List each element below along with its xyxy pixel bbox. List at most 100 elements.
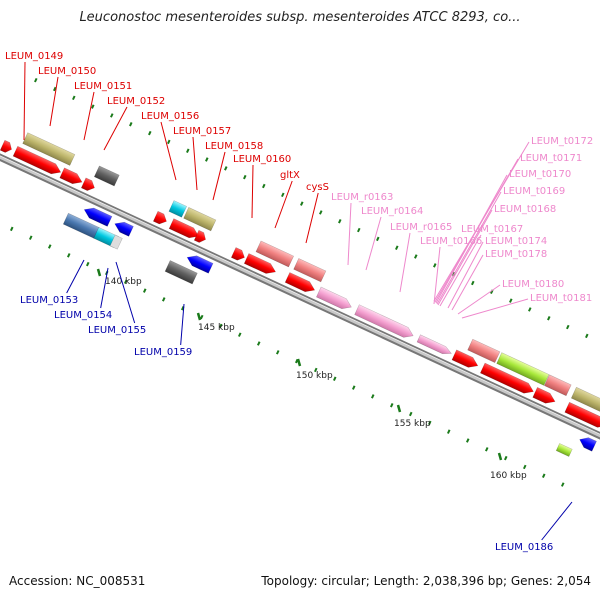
gene-feature-forward <box>59 167 83 184</box>
tick-dot-inner <box>218 323 223 329</box>
leader-line <box>274 180 293 229</box>
tick-dot-outer <box>34 77 38 83</box>
rna-label-LEUM_t0181: LEUM_t0181 <box>530 293 592 304</box>
tick-dot-inner <box>484 447 489 452</box>
tick-dot-inner <box>9 226 14 232</box>
leader-line <box>212 151 226 201</box>
tick-dot-inner <box>408 411 413 417</box>
gene-feature-forward <box>230 247 245 261</box>
tick-dot-outer <box>129 122 133 127</box>
gene-label-LEUM_0156: LEUM_0156 <box>141 111 199 122</box>
tick-dot-inner <box>503 455 508 461</box>
tick-dot-inner <box>370 394 375 399</box>
gene-label-LEUM_0159: LEUM_0159 <box>134 347 192 358</box>
tick-dot-inner <box>237 332 242 337</box>
gene-feature-forward <box>532 387 556 404</box>
gene-label-LEUM_0186: LEUM_0186 <box>495 542 553 553</box>
tick-dot-outer <box>224 166 228 171</box>
gene-label-LEUM_0154: LEUM_0154 <box>54 310 112 321</box>
tick-dot-outer <box>338 219 342 224</box>
gene-feature-forward <box>80 177 95 191</box>
tick-dot-outer <box>585 333 589 339</box>
tick-dot-inner <box>313 367 318 373</box>
tick-dot-inner <box>522 464 527 470</box>
tick-dot-outer <box>300 201 304 206</box>
major-tick <box>196 312 202 321</box>
leader-line <box>541 501 573 541</box>
gene-feature-forward <box>255 240 294 268</box>
major-tick <box>96 268 102 277</box>
backbone-highlight <box>0 155 600 435</box>
gene-label-LEUM_0149: LEUM_0149 <box>5 51 63 62</box>
leader-line <box>447 241 484 309</box>
leader-line <box>461 298 529 319</box>
kbp-label: 145 kbp <box>198 323 235 333</box>
rna-label-LEUM_r0163: LEUM_r0163 <box>331 192 393 203</box>
gene-labels: LEUM_0149LEUM_0150LEUM_0151LEUM_0152LEUM… <box>5 51 593 553</box>
topology-text: Topology: circular; Length: 2,038,396 bp… <box>261 574 591 588</box>
leader-line <box>436 191 502 305</box>
tick-dot-inner <box>446 429 451 434</box>
tick-dot-inner <box>256 341 261 346</box>
leader-line <box>180 303 185 346</box>
gene-feature-forward <box>168 200 187 218</box>
tick-dot-outer <box>72 95 76 101</box>
tick-dot-inner <box>142 288 147 293</box>
leader-line <box>115 261 136 324</box>
gene-feature-forward <box>168 218 200 239</box>
gene-feature-reverse <box>186 255 214 274</box>
leader-line <box>433 141 530 302</box>
map-title: Leuconostoc mesenteroides subsp. mesente… <box>79 10 521 25</box>
gene-feature-forward <box>0 139 12 153</box>
gene-feature-forward <box>570 386 600 418</box>
gene-feature-reverse <box>114 221 134 237</box>
tick-dot-inner <box>85 261 90 267</box>
kbp-label: 150 kbp <box>296 371 333 381</box>
leader-line <box>439 234 482 307</box>
tick-dot-outer <box>566 324 570 330</box>
gene-label-LEUM_0160: LEUM_0160 <box>233 154 291 165</box>
rna-label-LEUM_t0167: LEUM_t0167 <box>461 224 523 235</box>
rna-label-LEUM_r0165: LEUM_r0165 <box>390 222 452 233</box>
gene-feature-forward <box>564 401 600 428</box>
major-tick <box>396 404 402 413</box>
leader-line <box>433 246 441 305</box>
rna-feature <box>316 286 352 309</box>
tick-dot-outer <box>53 86 57 92</box>
leader-line <box>103 106 128 151</box>
backbone-inner <box>0 155 600 438</box>
tick-dot-outer <box>148 130 152 136</box>
gene-feature-forward <box>496 352 550 386</box>
tick-dot-inner <box>275 350 280 355</box>
tick-dot-inner <box>389 402 394 408</box>
leader-line <box>160 121 177 181</box>
gene-feature-reverse <box>83 207 113 227</box>
rna-feature <box>416 334 452 355</box>
tick-dot-outer <box>376 236 380 242</box>
kbp-label: 155 kbp <box>394 419 431 429</box>
gene-label-gltX: gltX <box>280 170 300 181</box>
gene-feature-reverse <box>555 443 573 457</box>
leader-line <box>399 232 411 293</box>
leader-line <box>457 284 501 315</box>
gene-label-LEUM_0153: LEUM_0153 <box>20 295 78 306</box>
gene-feature-forward <box>451 349 479 368</box>
rna-label-LEUM_r0164: LEUM_r0164 <box>361 206 423 217</box>
gene-feature-forward <box>152 210 167 225</box>
tick-dot-outer <box>262 183 266 189</box>
rna-label-LEUM_t0168: LEUM_t0168 <box>494 204 556 215</box>
gene-feature-reverse <box>109 234 123 250</box>
tick-dot-outer <box>471 280 475 286</box>
tick-dot-inner <box>66 253 71 258</box>
tick-dot-outer <box>528 307 532 312</box>
tick-dot-outer <box>186 148 190 153</box>
tick-dot-outer <box>167 139 171 145</box>
gene-feature-forward <box>480 362 534 394</box>
gene-label-LEUM_0158: LEUM_0158 <box>205 141 263 152</box>
gene-feature-forward <box>183 207 217 232</box>
rna-label-LEUM_t0171: LEUM_t0171 <box>520 153 582 164</box>
gene-feature-forward <box>193 229 206 243</box>
tick-dot-outer <box>281 192 285 198</box>
gene-features <box>0 132 600 457</box>
tick-dot-inner <box>123 279 128 285</box>
